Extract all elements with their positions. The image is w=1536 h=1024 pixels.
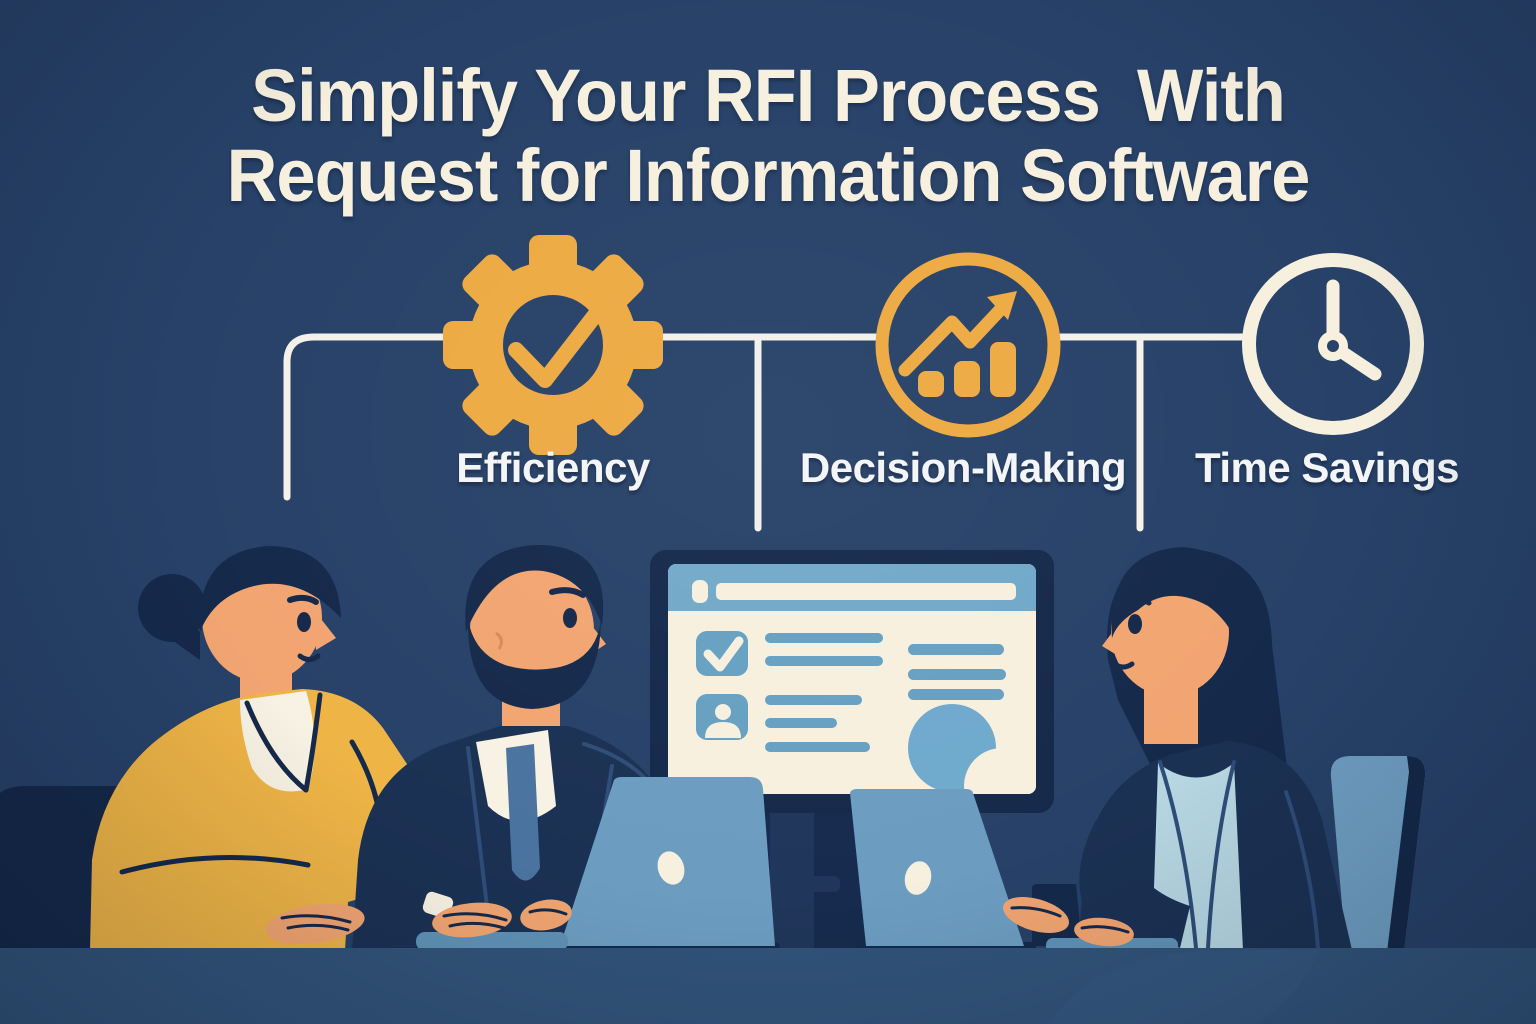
left-woman-nose <box>314 610 336 650</box>
monitor-screen <box>668 564 1036 794</box>
left-woman-top <box>240 691 315 792</box>
person-left-woman <box>90 546 437 950</box>
feature-label-efficiency: Efficiency <box>456 444 650 491</box>
growth-chart-icon <box>875 252 1061 438</box>
man-ear-line <box>495 631 503 650</box>
checkbox-check-icon <box>703 636 744 672</box>
title-line-2: Request for Information Software <box>226 133 1311 217</box>
toolbar-button <box>692 580 708 603</box>
chart-bars <box>918 342 1016 397</box>
left-woman-eyebrow <box>287 594 319 605</box>
avatar-notch <box>964 748 1036 794</box>
text-line-placeholders <box>765 633 1006 752</box>
feature-label-time-savings: Time Savings <box>1194 444 1460 491</box>
man-nose <box>586 618 606 656</box>
connector-lines <box>283 333 1247 532</box>
right-woman-hair <box>1111 547 1256 705</box>
laptop-left-logo <box>657 851 685 885</box>
clock-icon <box>1242 253 1424 435</box>
right-woman-mouth <box>1109 659 1135 670</box>
right-woman-lapel-lines <box>1158 760 1320 950</box>
left-woman-eye <box>297 612 311 632</box>
title-line-1: Simplify Your RFI Process With <box>251 54 1286 137</box>
chart-ring <box>875 252 1061 438</box>
man-right-hand <box>520 899 572 931</box>
gear-check-icon <box>443 235 663 455</box>
clock-hub-hole <box>1327 340 1339 352</box>
left-woman-hair-back <box>172 622 200 660</box>
man-tie <box>506 744 540 881</box>
chair-right <box>1330 756 1426 952</box>
right-woman-eye <box>1128 614 1142 634</box>
page-title: Simplify Your RFI Process With Request f… <box>38 56 1497 216</box>
hands <box>265 891 1134 947</box>
man-eye <box>563 608 577 628</box>
laptop-right <box>850 789 1024 946</box>
left-woman-fingers <box>280 914 352 932</box>
connector-elbow-left <box>283 333 448 501</box>
right-woman-nose <box>1102 622 1120 657</box>
man-beard <box>467 618 601 709</box>
man-fingers <box>442 908 568 930</box>
man-hair <box>465 544 604 632</box>
right-woman-fingers <box>1010 906 1130 934</box>
man-left-hand <box>432 902 512 938</box>
chair-right-shadow <box>1387 756 1426 952</box>
chart-arrow-head <box>987 291 1017 320</box>
right-woman-hand-1 <box>1003 896 1069 934</box>
left-woman-mouth <box>297 653 321 662</box>
person-right-woman <box>1078 547 1352 950</box>
right-woman-eyebrow <box>1119 596 1152 606</box>
left-woman-hair <box>199 546 341 632</box>
chart-arrow-line <box>898 303 1007 377</box>
desk-highlight <box>1050 949 1320 1024</box>
man-eyebrow <box>549 587 586 598</box>
monitor <box>650 550 1054 813</box>
laptop-right-logo <box>904 861 932 895</box>
right-woman-hand-2 <box>1074 917 1134 947</box>
user-icon-body <box>705 722 741 738</box>
right-woman-ear <box>1185 627 1211 653</box>
feature-label-decision-making: Decision-Making <box>799 444 1127 491</box>
clock-ring <box>1242 253 1424 435</box>
left-woman-blazer <box>90 689 437 950</box>
check-mark <box>508 306 604 388</box>
right-woman-arm <box>1079 820 1190 948</box>
address-bar <box>716 583 1016 600</box>
user-icon-head <box>715 704 731 720</box>
man-head <box>470 564 594 696</box>
